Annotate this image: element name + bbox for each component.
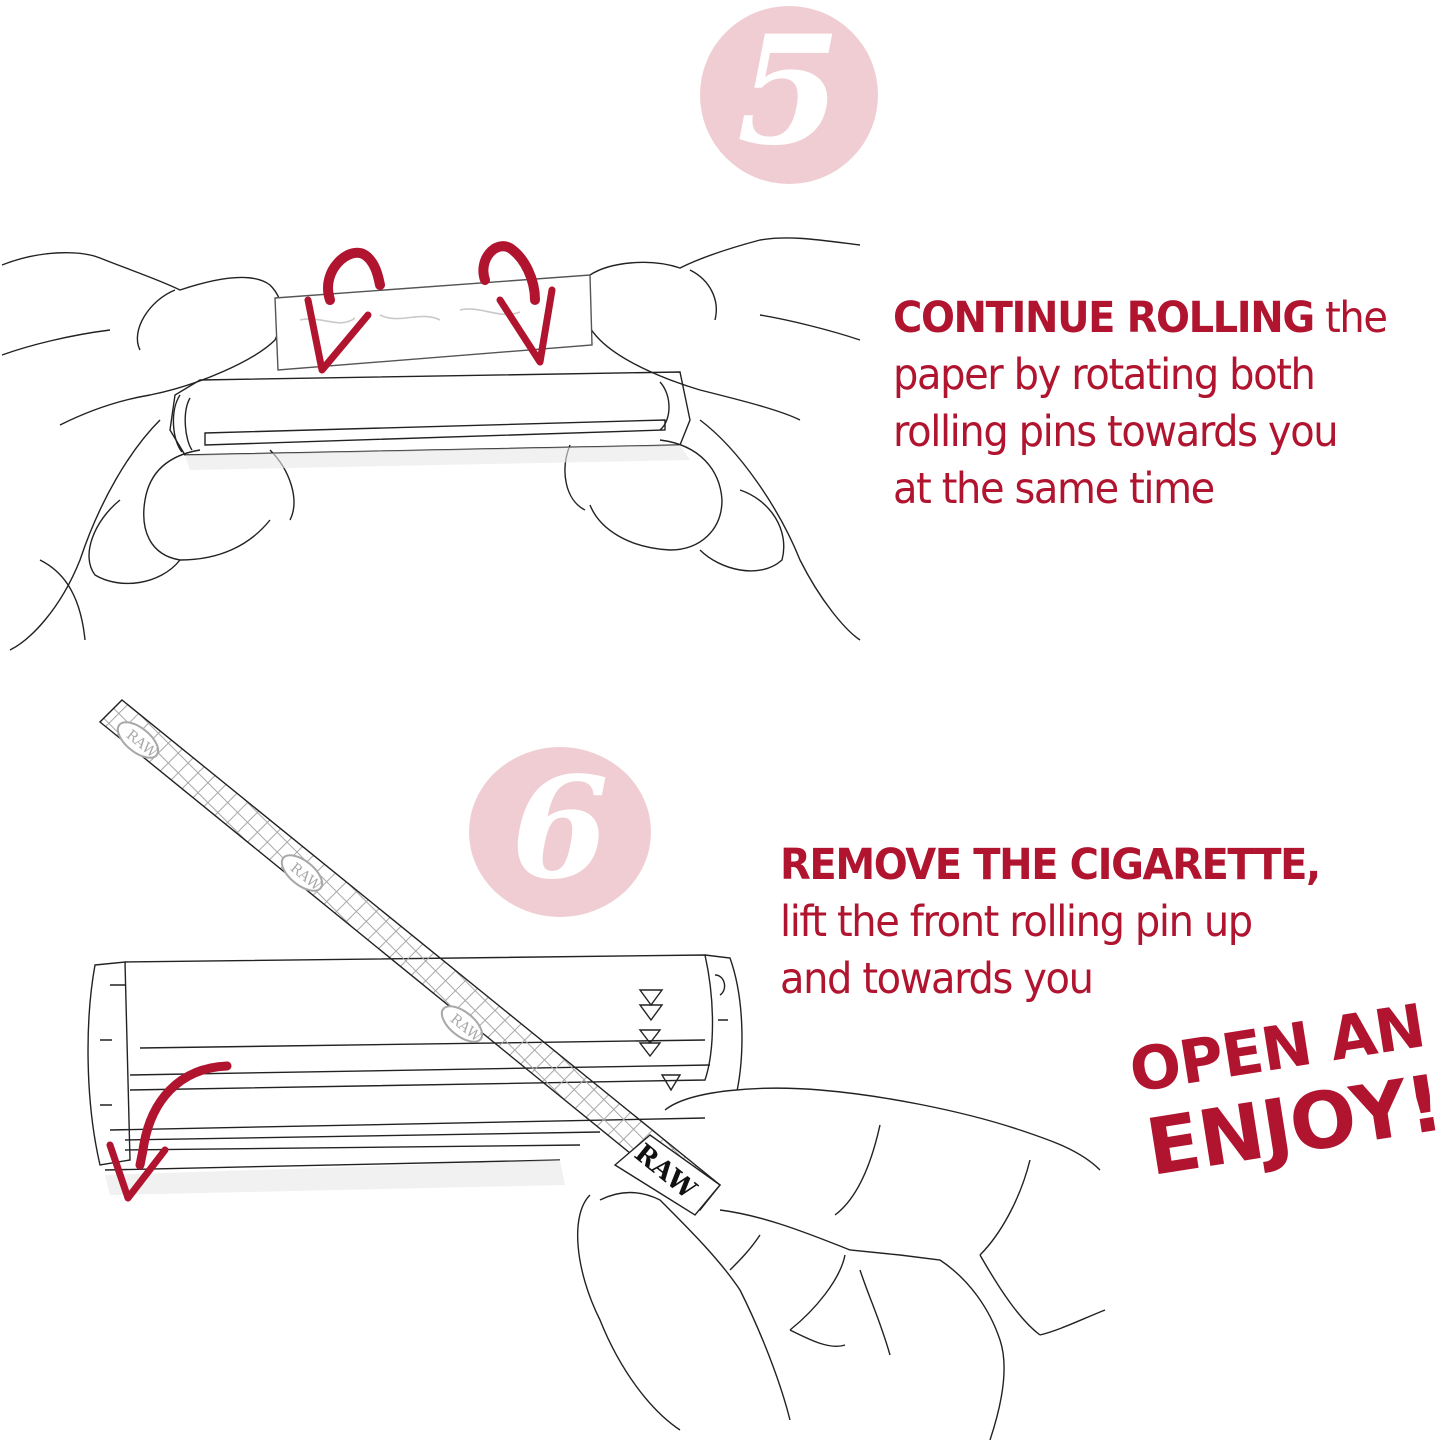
curved-down-arrow-icon — [106, 1061, 232, 1202]
step-6-illustration: RAW RAW RAW RAW — [87, 699, 1106, 1440]
step-5-line-4: at the same time — [893, 464, 1215, 514]
left-hand-icon — [1, 252, 295, 651]
rolling-machine-icon — [87, 954, 743, 1195]
step-6-line-1: lift the front rolling pin up — [780, 897, 1253, 947]
step-6-instructions: REMOVE THE CIGARETTE, lift the front rol… — [780, 837, 1375, 1008]
step-5-illustration — [1, 237, 861, 651]
step-5-badge: 5 — [700, 6, 878, 184]
rolling-paper-icon: RAW RAW RAW RAW — [98, 699, 722, 1216]
closing-message: OPEN AN ENJOY! — [1110, 990, 1445, 1196]
step-5-line-1: the — [1325, 293, 1388, 343]
step-6-lead: REMOVE THE CIGARETTE, — [780, 840, 1321, 890]
step-5-instructions: CONTINUE ROLLING the paper by rotating b… — [893, 290, 1414, 518]
step-6-line-2: and towards you — [780, 954, 1094, 1004]
step-5-lead: CONTINUE ROLLING — [893, 293, 1315, 343]
step-5-line-3: rolling pins towards you — [893, 407, 1339, 457]
step-6-badge: 6 — [469, 747, 651, 917]
step-5-line-2: paper by rotating both — [893, 350, 1316, 400]
hand-icon — [576, 1087, 1106, 1440]
curved-double-arrow-icon — [304, 241, 556, 374]
step-5-number: 5 — [736, 3, 842, 179]
step-6-number: 6 — [511, 747, 609, 911]
